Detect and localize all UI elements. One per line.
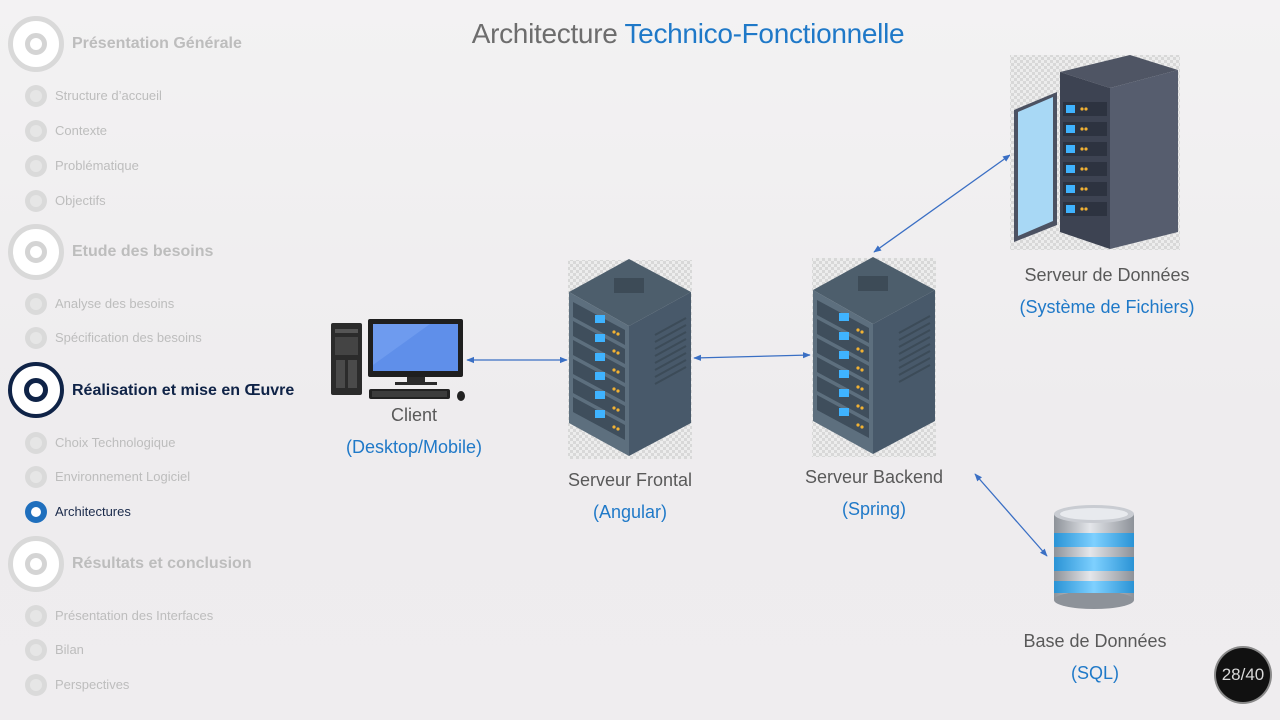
node-name-backend: Serveur Backend xyxy=(804,467,944,487)
sidebar-item-environnement-logiciel[interactable]: Environnement Logiciel xyxy=(55,469,191,484)
subitem-dot xyxy=(25,327,47,349)
sidebar-item-problematique[interactable]: Problématique xyxy=(55,158,139,173)
node-tech-backend: (Spring) xyxy=(841,499,907,519)
section-etude-des-besoins[interactable]: Etude des besoins xyxy=(72,243,214,260)
section-icon-realisation[interactable] xyxy=(8,362,64,418)
sidebar-item-perspectives[interactable]: Perspectives xyxy=(55,677,130,692)
title-accent: Technico-Fonctionnelle xyxy=(624,18,905,49)
subitem-dot xyxy=(25,605,47,627)
section-icon-presentation[interactable] xyxy=(8,16,64,72)
node-tech-database: (SQL) xyxy=(1070,663,1119,683)
slide-title: Architecture Technico-Fonctionnelle xyxy=(0,18,1280,50)
sidebar-item-choix-technologique[interactable]: Choix Technologique xyxy=(55,435,176,450)
sidebar-item-objectifs[interactable]: Objectifs xyxy=(55,193,106,208)
sidebar-item-contexte[interactable]: Contexte xyxy=(55,123,108,138)
subitem-dot xyxy=(25,639,47,661)
sidebar-item-bilan[interactable]: Bilan xyxy=(55,642,84,657)
desktop-computer-icon xyxy=(331,319,465,401)
connection-arrows xyxy=(466,154,1048,557)
arrow-frontend-backend xyxy=(693,352,811,361)
section-presentation-generale[interactable]: Présentation Générale xyxy=(72,35,242,52)
page-indicator: 28/40 xyxy=(1216,648,1270,702)
sidebar-item-architectures[interactable]: Architectures xyxy=(55,504,131,519)
sidebar-item-analyse-besoins[interactable]: Analyse des besoins xyxy=(55,296,175,311)
sidebar-item-presentation-interfaces[interactable]: Présentation des Interfaces xyxy=(55,608,214,623)
section-icon-etude[interactable] xyxy=(8,224,64,280)
server-rack-icon xyxy=(568,259,692,459)
node-name-client: Client xyxy=(390,405,438,425)
node-tech-client: (Desktop/Mobile) xyxy=(345,437,483,457)
database-icon xyxy=(1054,505,1134,609)
subitem-dot xyxy=(25,155,47,177)
section-icon-resultats[interactable] xyxy=(8,536,64,592)
subitem-dot xyxy=(25,674,47,696)
subitem-dot xyxy=(25,432,47,454)
subitem-dot-active xyxy=(25,501,47,523)
section-resultats-conclusion[interactable]: Résultats et conclusion xyxy=(72,555,252,572)
subitem-dot xyxy=(25,190,47,212)
title-main: Architecture xyxy=(471,18,618,49)
node-name-database: Base de Données xyxy=(1023,631,1167,651)
arrow-backend-dataserver xyxy=(873,154,1011,253)
node-tech-frontend: (Angular) xyxy=(592,502,668,522)
subitem-dot xyxy=(25,85,47,107)
section-realisation-mise-en-oeuvre[interactable]: Réalisation et mise en Œuvre xyxy=(72,382,295,399)
node-name-data-server: Serveur de Données xyxy=(1024,265,1190,285)
sidebar-item-specification-besoins[interactable]: Spécification des besoins xyxy=(55,330,202,345)
sidebar-item-structure-accueil[interactable]: Structure d’accueil xyxy=(55,88,162,103)
subitem-dot xyxy=(25,466,47,488)
arrow-backend-database xyxy=(974,473,1048,557)
server-cabinet-icon xyxy=(1010,55,1180,250)
node-tech-data-server: (Système de Fichiers) xyxy=(1019,297,1195,317)
subitem-dot xyxy=(25,293,47,315)
subitem-dot xyxy=(25,120,47,142)
server-rack-icon xyxy=(812,257,936,457)
node-name-frontend: Serveur Frontal xyxy=(567,470,693,490)
